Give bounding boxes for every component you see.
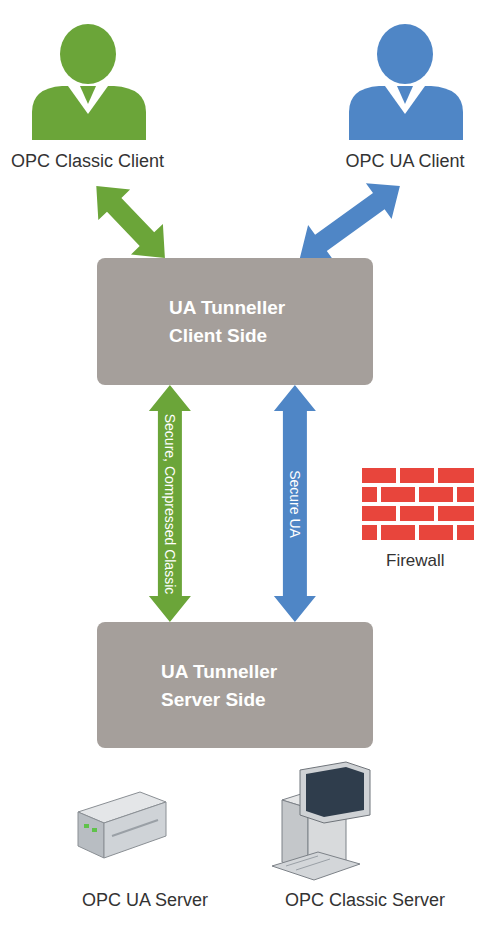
double-arrow [149,385,191,622]
double-arrow [96,186,165,258]
box-title: UA Tunneller Server Side [161,658,311,714]
server-node: OPC Classic Server [255,755,475,920]
tunneller-box: UA Tunneller Server Side [97,622,373,748]
node-label: OPC Classic Client [0,151,175,172]
node-label: OPC Classic Server [255,890,475,911]
person-icon [32,24,146,140]
box-title: UA Tunneller Client Side [169,294,319,350]
double-arrow [274,385,316,622]
double-arrow [300,183,400,260]
tunneller-box: UA Tunneller Client Side [97,258,373,385]
edge-label: Secure UA [287,470,303,538]
edge-label: Secure, Compressed Classic [162,413,178,594]
node-label: OPC UA Client [320,151,490,172]
firewall-icon [362,468,474,540]
server-node: OPC UA Server [55,780,235,920]
server-device-icon [78,792,166,858]
computer-icon [272,762,370,880]
client-person: OPC Classic Client [0,18,175,186]
person-icon [349,24,463,140]
node-label: OPC UA Server [55,890,235,911]
firewall-label: Firewall [386,551,445,571]
client-person: OPC UA Client [320,18,490,186]
